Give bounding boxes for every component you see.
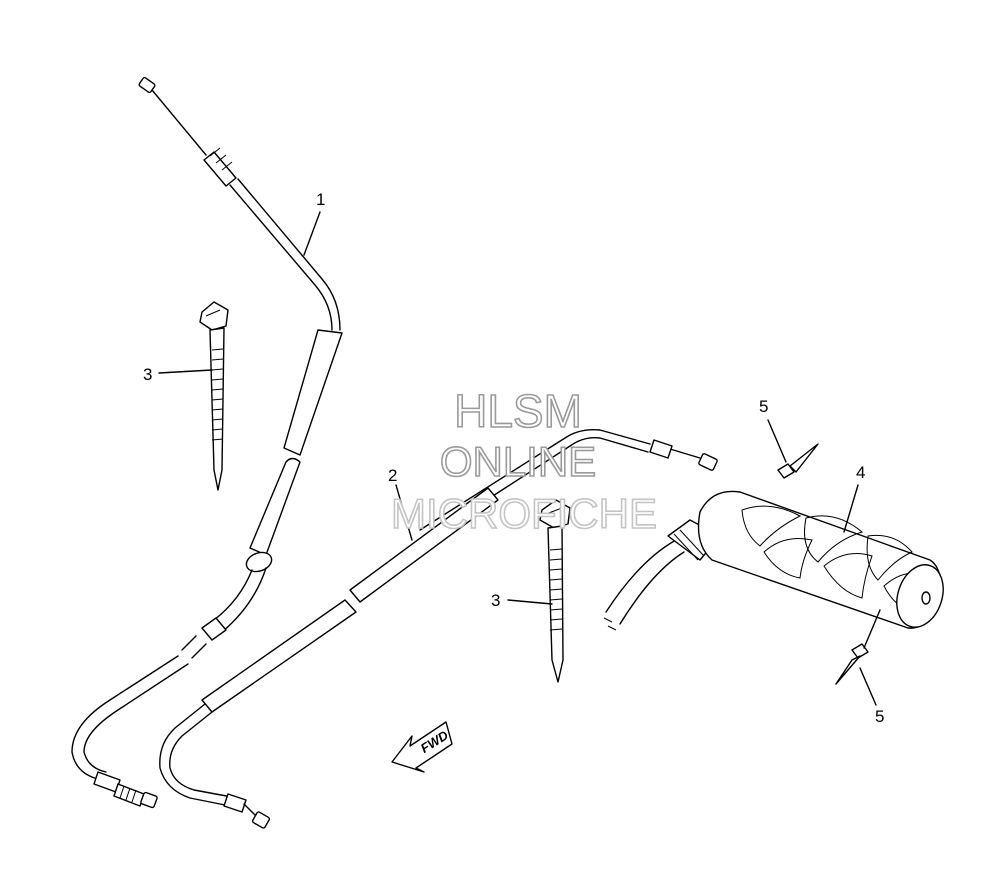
grip-end-cap bbox=[896, 564, 944, 628]
cable-2 bbox=[159, 428, 718, 829]
cable-1-bottom-adjuster bbox=[113, 783, 145, 807]
cable-1-bottom-end bbox=[140, 791, 158, 809]
cable-2-top-fitting bbox=[649, 439, 673, 459]
cable-1-inner-wire-top bbox=[151, 89, 207, 156]
cable-1-top-adjuster bbox=[203, 151, 237, 187]
callout-5-bottom: 5 bbox=[875, 707, 884, 726]
cable-tie-left-head bbox=[199, 301, 229, 331]
callout-5-top: 5 bbox=[759, 397, 768, 416]
fwd-direction-arrow: FWD bbox=[391, 721, 453, 773]
callout-1: 1 bbox=[316, 190, 325, 209]
cable-1-top-end-nipple bbox=[138, 76, 156, 94]
leader-lines bbox=[158, 211, 881, 706]
rivet-top bbox=[777, 443, 819, 479]
callout-4: 4 bbox=[856, 463, 865, 482]
watermark-line-1: HLSM bbox=[454, 385, 582, 437]
cable-tie-center bbox=[539, 499, 571, 683]
callout-3-left: 3 bbox=[143, 365, 152, 384]
callout-3-center: 3 bbox=[491, 591, 500, 610]
callout-2: 2 bbox=[388, 466, 397, 485]
handlebar-grip bbox=[603, 490, 944, 631]
cable-2-bottom-end bbox=[251, 811, 271, 829]
cable-2-top-end-nipple bbox=[698, 453, 718, 471]
rivet-bottom bbox=[835, 643, 869, 685]
cable-tie-center-head bbox=[539, 499, 571, 529]
cable-1-boot bbox=[283, 329, 343, 456]
cable-1 bbox=[71, 76, 343, 809]
cable-tie-left bbox=[199, 301, 229, 491]
watermark-line-2: ONLINE bbox=[440, 438, 596, 485]
cable-2-boot bbox=[349, 487, 499, 603]
watermark-line-3: MICROFICHE bbox=[391, 490, 657, 537]
cable-1-clamp bbox=[245, 551, 273, 573]
